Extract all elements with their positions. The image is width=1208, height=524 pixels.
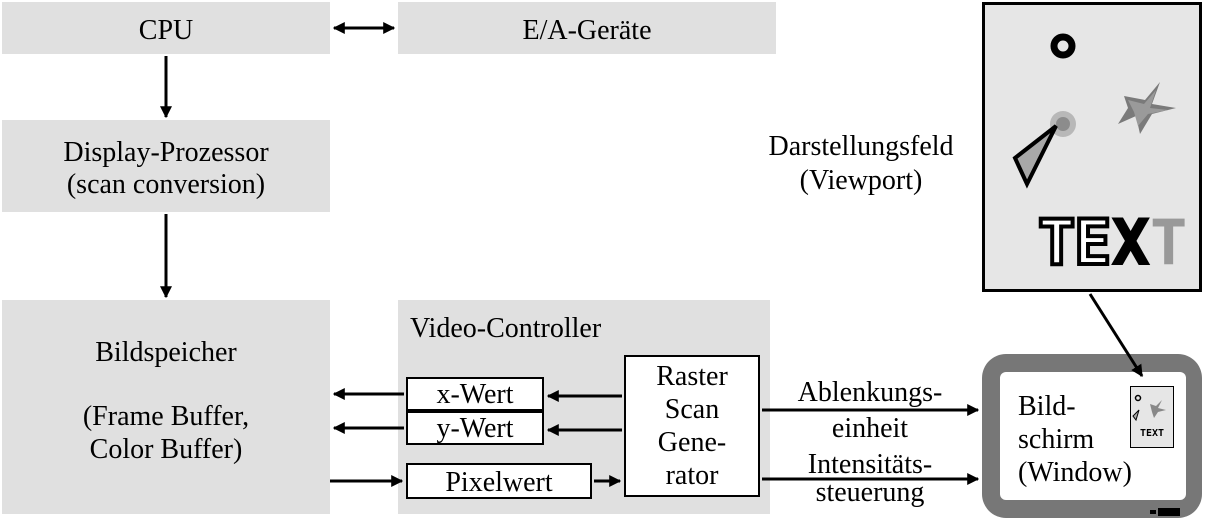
cpu-label: CPU [138, 15, 194, 46]
io-devices-block [398, 2, 776, 54]
cpu-block [2, 2, 330, 54]
raster-scan-label-4: rator [665, 460, 719, 491]
deflection-label-2: einheit [831, 413, 909, 444]
intensity-label-2: steuerung [815, 477, 925, 508]
screen-window-label-3: (Window) [1018, 457, 1132, 488]
deflection-label-1: Ablenkungs- [797, 377, 943, 408]
x-value-label: x-Wert [436, 379, 514, 410]
framebuffer-label-1: Bildspeicher [95, 337, 237, 368]
raster-scan-generator [624, 355, 760, 497]
framebuffer-label-2: (Frame Buffer, [82, 401, 250, 432]
y-value-register [406, 411, 544, 445]
screen-window-label-1: Bild- [1018, 391, 1076, 422]
star-shape-front [1128, 90, 1168, 126]
viewport-text-graphic: T E X T [1036, 204, 1187, 281]
monitor-power-light [1150, 510, 1156, 514]
raster-scan-label-1: Raster [656, 361, 728, 392]
raster-scan-label-2: Scan [664, 394, 720, 425]
display-processor-label-1: Display-Prozessor [63, 137, 269, 168]
viewport-label-2: (Viewport) [799, 165, 923, 196]
framebuffer-label-3: Color Buffer) [89, 434, 243, 465]
intensity-label-1: Intensitäts- [807, 449, 933, 480]
io-devices-label: E/A-Geräte [522, 15, 652, 46]
viewport-panel [982, 2, 1202, 292]
mini-viewport-text: TEXT [1139, 428, 1165, 439]
ring-shape [1050, 33, 1076, 59]
monitor-power-button [1158, 508, 1180, 516]
pixel-value-register [406, 463, 592, 499]
viewport-label-1: Darstellungsfeld [768, 131, 954, 162]
arrow-viewport-to-screen [1088, 293, 1144, 378]
svg-text:T: T [1150, 206, 1187, 279]
glow-inner-shape [1056, 117, 1070, 131]
framebuffer-block [2, 300, 330, 514]
screen-window-label-2: schirm [1018, 424, 1095, 455]
svg-text:E: E [1074, 206, 1111, 279]
cone-shape [1012, 124, 1058, 189]
pixel-value-label: Pixelwert [445, 467, 553, 498]
y-value-label: y-Wert [436, 413, 514, 444]
display-processor-label-2: (scan conversion) [66, 169, 266, 200]
svg-text:T: T [1038, 206, 1075, 279]
x-value-register [406, 377, 544, 411]
raster-scan-label-3: Gene- [657, 427, 727, 458]
svg-text:X: X [1112, 206, 1149, 279]
display-processor-block [2, 120, 330, 212]
video-controller-label: Video-Controller [410, 313, 602, 344]
